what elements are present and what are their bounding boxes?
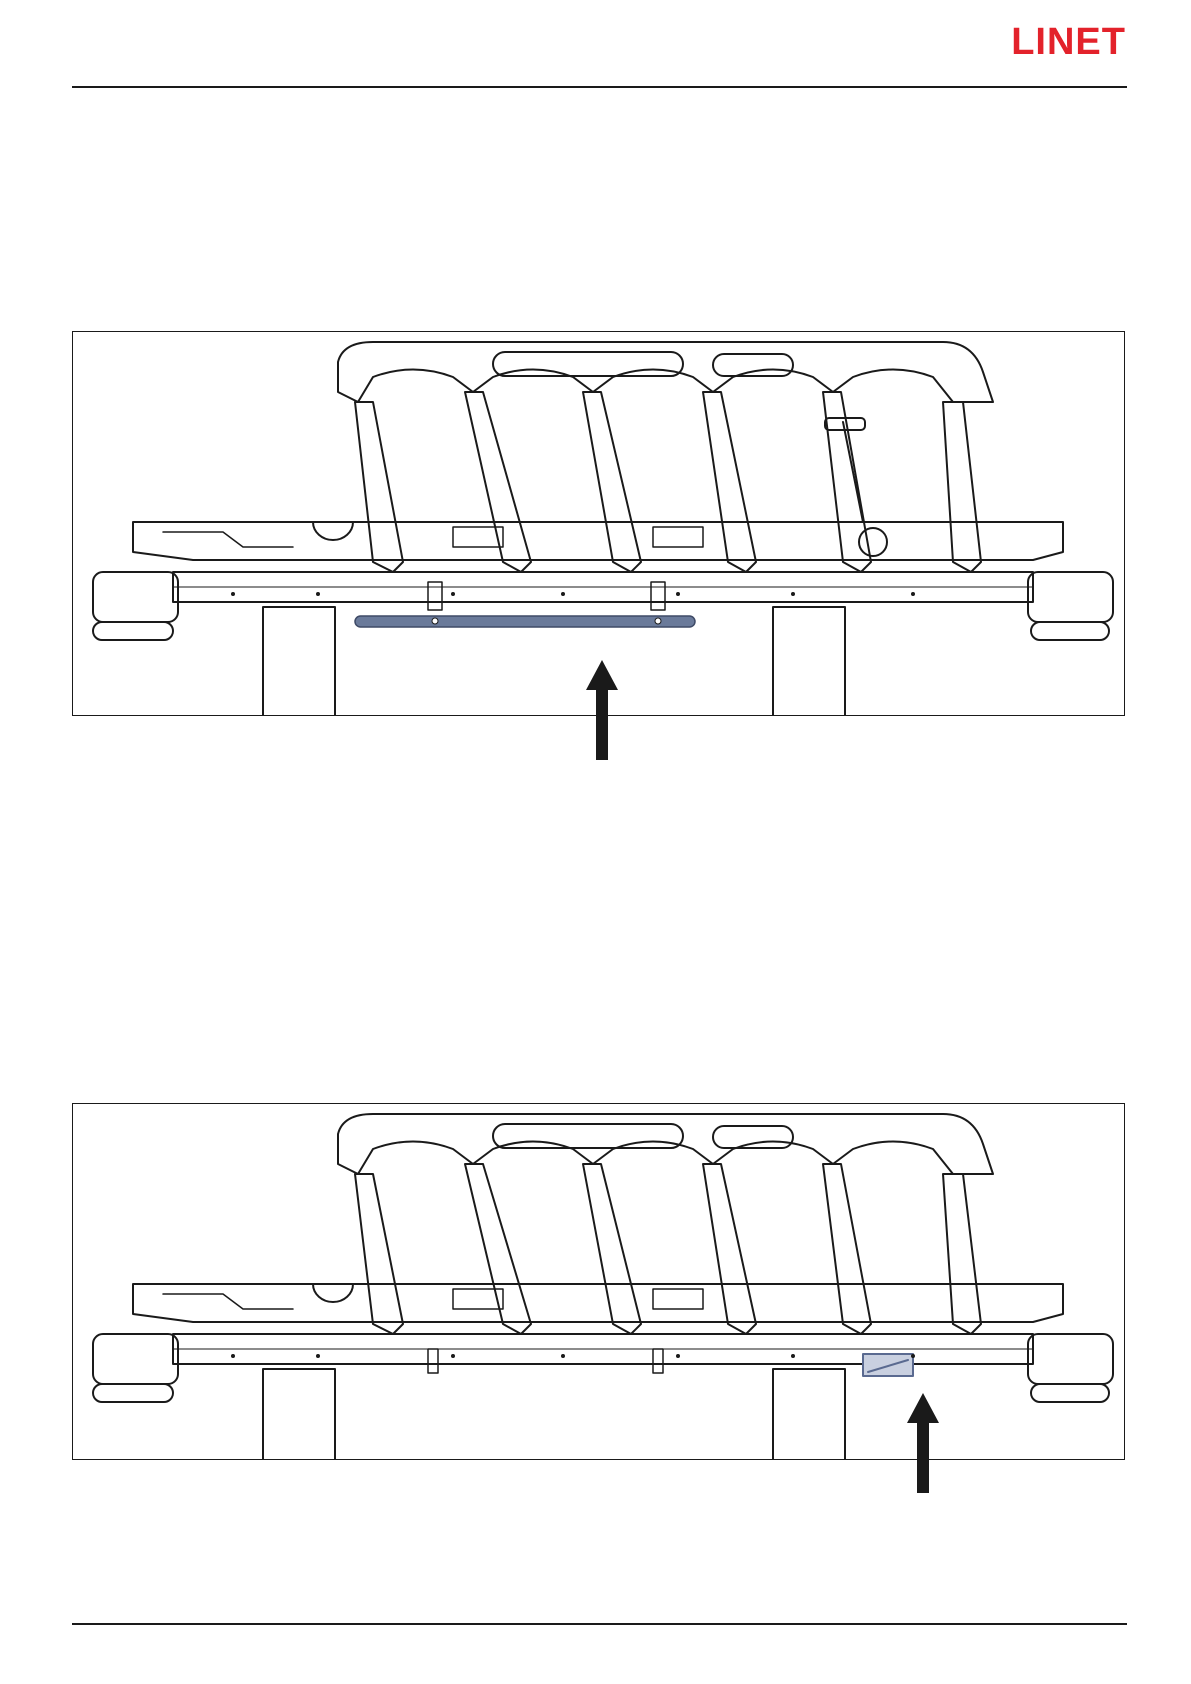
- rail-grip-1: [493, 1124, 683, 1148]
- wheel-foot: [1031, 1384, 1109, 1402]
- rail-post-6: [943, 1174, 981, 1334]
- arrow-indicator-1: [584, 660, 620, 760]
- bumper-foot: [1028, 572, 1113, 622]
- rail-post-1: [355, 402, 403, 572]
- handle-cutout: [313, 522, 353, 540]
- wheel-head: [93, 622, 173, 640]
- rail-post-3: [583, 1164, 641, 1334]
- column-left: [263, 1369, 335, 1460]
- bed-drawing-2: [73, 1104, 1125, 1460]
- footer-rule: [72, 1623, 1127, 1625]
- bed-drawing-1: [73, 332, 1125, 716]
- column-right: [773, 607, 845, 716]
- rail-post-5: [823, 1164, 871, 1334]
- figure-bed-side-view-1: [72, 331, 1125, 716]
- wheel-head: [93, 1384, 173, 1402]
- brand-logo: LINET: [950, 24, 1126, 60]
- header-rule: [72, 86, 1127, 88]
- rail-post-3: [583, 392, 641, 572]
- mattress-platform: [133, 1284, 1063, 1322]
- rail-post-1: [355, 1174, 403, 1334]
- rail-post-4: [703, 1164, 756, 1334]
- bumper-foot: [1028, 1334, 1113, 1384]
- wheel-foot: [1031, 622, 1109, 640]
- handle-cutout: [313, 1284, 353, 1302]
- bumper-head: [93, 572, 178, 622]
- rail-grip-2: [713, 354, 793, 376]
- figure-bed-side-view-2: [72, 1103, 1125, 1460]
- mattress-platform: [133, 522, 1063, 560]
- column-right: [773, 1369, 845, 1460]
- rail-grip-1: [493, 352, 683, 376]
- lower-side-rail-bar-highlight: [355, 616, 695, 627]
- rail-post-4: [703, 392, 756, 572]
- rail-grip-2: [713, 1126, 793, 1148]
- arrow-indicator-2: [905, 1393, 941, 1493]
- bumper-head: [93, 1334, 178, 1384]
- column-left: [263, 607, 335, 716]
- rail-post-2: [465, 392, 531, 572]
- rail-post-6: [943, 402, 981, 572]
